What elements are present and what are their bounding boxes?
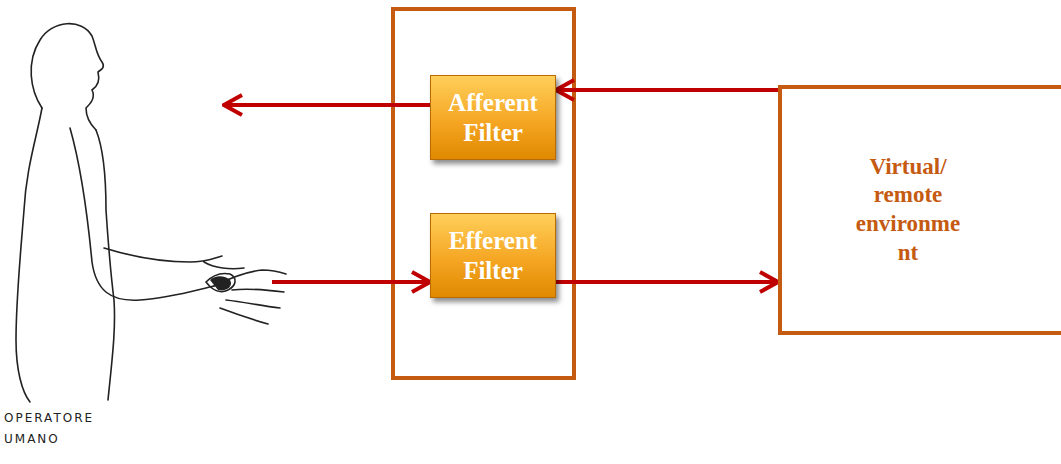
human-operator: OPERATORE UMANO [0, 0, 220, 464]
filter-box: Afferent Filter [430, 75, 556, 160]
operator-outline [70, 128, 214, 300]
signal-arrow [272, 280, 430, 284]
operator-hand-shade [210, 276, 231, 290]
box-label: Afferent Filter [438, 88, 548, 148]
environment-box: Virtual/ remote environment [778, 85, 1061, 335]
signal-arrow [556, 280, 778, 284]
operator-outline [206, 273, 235, 291]
operator-outline [31, 24, 103, 130]
box-label: Virtual/ remote environment [852, 153, 964, 268]
signal-arrow [556, 88, 778, 92]
box-label: Efferent Filter [438, 226, 548, 286]
operator-outline [16, 108, 42, 402]
signal-arrow [224, 103, 430, 107]
filter-frame-outline [393, 9, 574, 378]
operator-outline [96, 130, 115, 400]
figure-caption: OPERATORE UMANO [4, 408, 114, 450]
operator-figure [0, 0, 300, 464]
operator-outline [104, 248, 244, 269]
filter-box: Efferent Filter [430, 213, 556, 298]
